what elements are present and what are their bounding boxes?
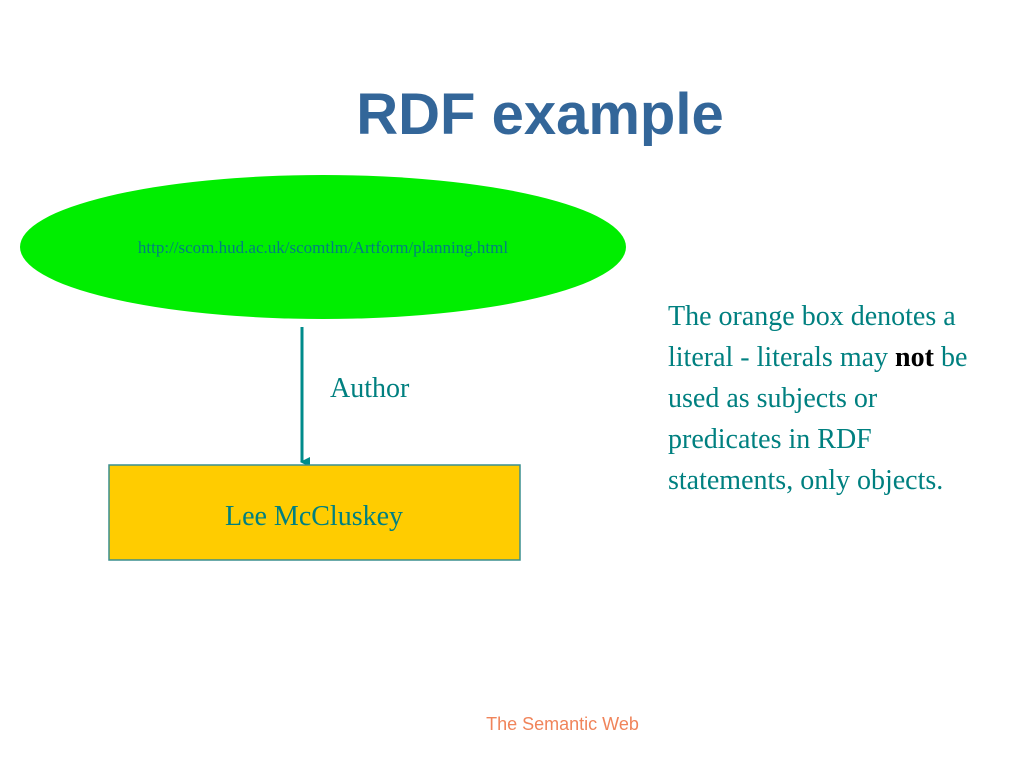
literal-box (108, 464, 521, 561)
explanation-text: The orange box denotes a literal - liter… (668, 296, 968, 501)
explanation-emphasis: not (895, 342, 934, 373)
literal-value-label: Lee McCluskey (225, 501, 403, 532)
predicate-label: Author (330, 373, 410, 404)
explanation-part-2: be used as subjects or predicates in RDF… (668, 342, 968, 496)
subject-resource-ellipse (20, 175, 626, 319)
slide-title: RDF example (356, 82, 724, 147)
footer-text: The Semantic Web (486, 714, 639, 734)
explanation-part-1: The orange box denotes a literal - liter… (668, 301, 956, 373)
subject-uri-label: http://scom.hud.ac.uk/scomtlm/Artform/pl… (138, 238, 508, 257)
